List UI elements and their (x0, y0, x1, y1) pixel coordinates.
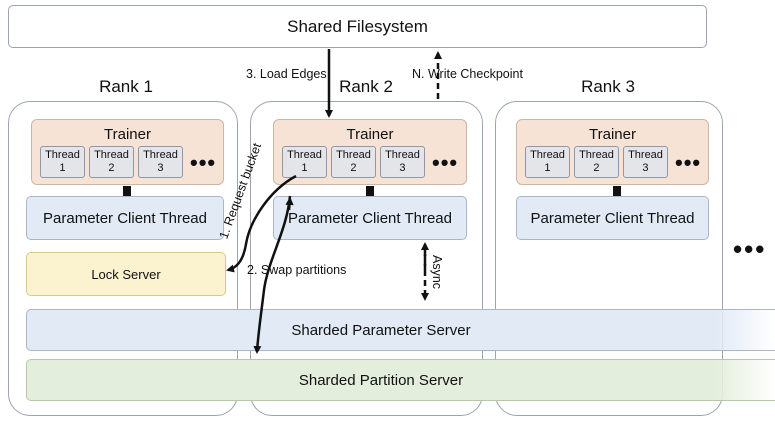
sharded-parameter-server-label: Sharded Parameter Server (291, 321, 471, 339)
thread-label: Thread (143, 149, 178, 161)
thread-number: 1 (301, 162, 308, 174)
thread-label: Thread (287, 149, 322, 161)
parameter-client-thread-label: Parameter Client Thread (43, 209, 207, 227)
thread-number: 3 (157, 162, 164, 174)
rank-1-title: Rank 1 (99, 77, 153, 96)
more-threads-ellipsis: ••• (432, 150, 459, 175)
rank-2-title: Rank 2 (339, 77, 393, 96)
thread-number: 2 (350, 162, 357, 174)
rank-3-title: Rank 3 (581, 77, 635, 96)
thread-number: 3 (399, 162, 406, 174)
sharded-partition-server-label: Sharded Partition Server (298, 371, 464, 389)
trainer-title: Trainer (346, 126, 394, 143)
thread-label: Thread (45, 149, 80, 161)
load-edges-label: 3. Load Edges (246, 67, 327, 81)
trainer-client-connector (613, 186, 621, 196)
lock-server-label: Lock Server (91, 266, 161, 282)
more-ranks-ellipsis: ••• (733, 234, 767, 264)
shared-filesystem: Shared Filesystem (8, 5, 707, 48)
thread-label: Thread (628, 149, 663, 161)
thread-number: 1 (59, 162, 66, 174)
thread-label: Thread (385, 149, 420, 161)
shared-filesystem-label: Shared Filesystem (287, 16, 428, 36)
thread-number: 2 (108, 162, 115, 174)
swap-partitions-label: 2. Swap partitions (247, 263, 347, 277)
sharded-partition-server: Sharded Partition Server (26, 359, 775, 401)
trainer-client-connector (123, 186, 131, 196)
more-threads-ellipsis: ••• (675, 150, 702, 175)
rank-2-parameter-client-thread: Parameter Client Thread (273, 196, 467, 240)
more-threads-ellipsis: ••• (190, 150, 217, 175)
thread-label: Thread (336, 149, 371, 161)
thread-label: Thread (530, 149, 565, 161)
parameter-client-thread-label: Parameter Client Thread (530, 209, 695, 227)
sharded-parameter-server: Sharded Parameter Server (26, 309, 775, 351)
thread-label: Thread (579, 149, 614, 161)
rank-1-parameter-client-thread: Parameter Client Thread (26, 196, 224, 240)
parameter-client-thread-label: Parameter Client Thread (288, 209, 452, 227)
trainer-title: Trainer (589, 126, 636, 143)
rank-3-parameter-client-thread: Parameter Client Thread (516, 196, 709, 240)
thread-number: 1 (544, 162, 551, 174)
lock-server: Lock Server (26, 252, 226, 296)
thread-number: 2 (593, 162, 600, 174)
async-label: Async (430, 254, 445, 290)
thread-number: 3 (642, 162, 649, 174)
thread-label: Thread (94, 149, 129, 161)
write-checkpoint-label: N. Write Checkpoint (412, 67, 523, 81)
trainer-title: Trainer (104, 126, 151, 143)
trainer-client-connector (366, 186, 374, 196)
